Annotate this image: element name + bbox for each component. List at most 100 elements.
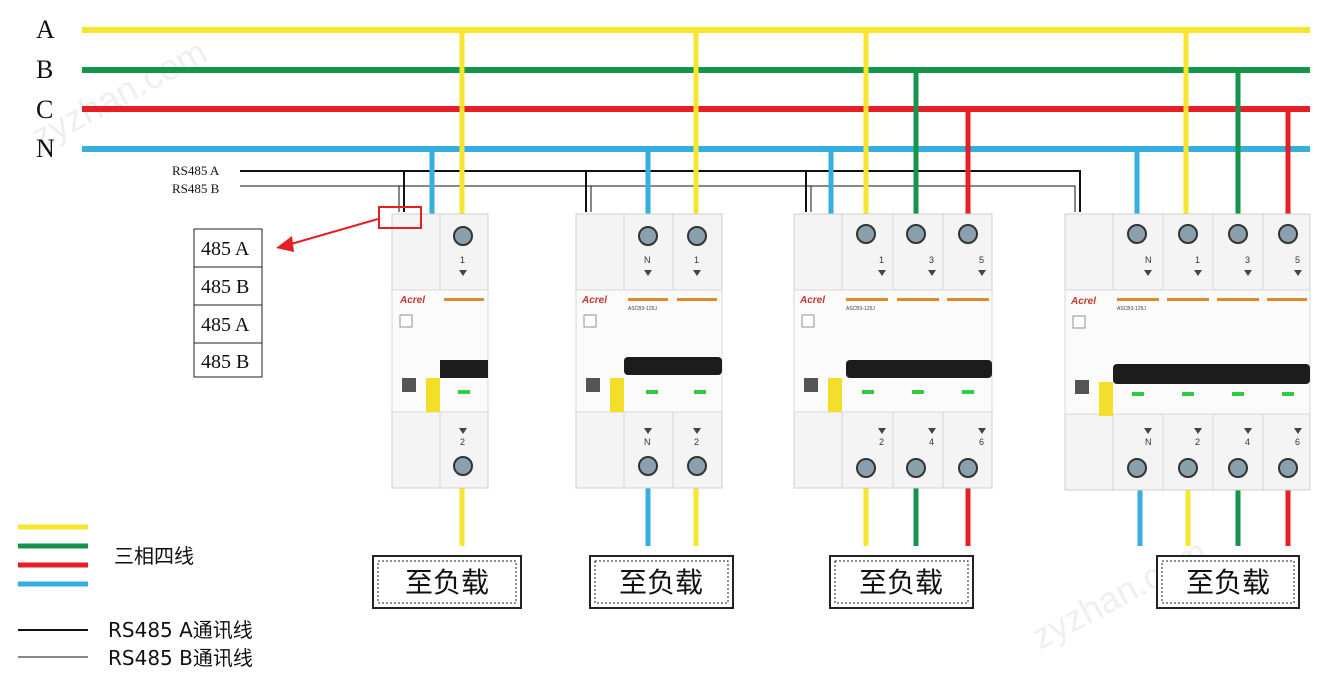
load-box-3: 至负载 (829, 555, 974, 609)
pole-number: 2 (694, 437, 699, 447)
breaker-1: Acrel 1 2 (391, 213, 489, 489)
terminal-screw (1228, 224, 1248, 244)
rs485-a-line (240, 170, 1081, 212)
rs485-b-line (240, 185, 1076, 212)
terminal-label: 485 B (201, 351, 249, 373)
arrow-down-icon (693, 428, 701, 434)
terminal-screw (1278, 224, 1298, 244)
pole-number: 1 (460, 255, 465, 265)
arrow-down-icon (978, 270, 986, 276)
rs485-a-label: RS485 A (172, 163, 220, 178)
terminal-screw (906, 458, 926, 478)
pole-number: N (644, 255, 651, 265)
terminal-screw (1178, 458, 1198, 478)
rs485-terminal-highlight (378, 206, 422, 229)
load-box-4: 至负载 (1156, 555, 1300, 609)
pole-number: 6 (1295, 437, 1300, 447)
legend: 三相四线 RS485 A通讯线 RS485 B通讯线 (18, 524, 253, 670)
arrow-down-icon (459, 270, 467, 276)
arrow-down-icon (928, 270, 936, 276)
terminal-screw (687, 456, 707, 476)
pole-number: 6 (979, 437, 984, 447)
pole-number: N (644, 437, 651, 447)
bus-label-n: N (36, 134, 55, 163)
pole-number: 1 (879, 255, 884, 265)
terminal-screw (1127, 458, 1147, 478)
arrow-down-icon (878, 270, 886, 276)
arrow-down-icon (1244, 428, 1252, 434)
terminal-screw (1127, 224, 1147, 244)
load-label: 至负载 (1186, 566, 1270, 599)
terminal-label: 485 A (201, 314, 250, 336)
arrow-down-icon (1144, 428, 1152, 434)
terminal-screw (958, 224, 978, 244)
pole-number: 2 (879, 437, 884, 447)
terminal-screw (453, 226, 473, 246)
arrow-down-icon (1194, 428, 1202, 434)
brand-logo: Acrel (399, 295, 425, 306)
terminal-screw (638, 456, 658, 476)
bus-label-a: A (36, 15, 55, 44)
load-box-2: 至负载 (589, 555, 734, 609)
terminal-screw (1228, 458, 1248, 478)
arrow-down-icon (978, 428, 986, 434)
arrow-down-icon (1294, 270, 1302, 276)
terminal-screw (958, 458, 978, 478)
model-label: ASCB3-125J (846, 306, 875, 312)
brand-logo: Acrel (1070, 296, 1096, 307)
load-label: 至负载 (405, 566, 489, 599)
pole-number: 1 (694, 255, 699, 265)
terminal-screw (1178, 224, 1198, 244)
legend-rs485-b-label: RS485 B通讯线 (108, 646, 253, 670)
arrow-down-icon (1144, 270, 1152, 276)
arrow-down-icon (878, 428, 886, 434)
pole-number: 5 (979, 255, 984, 265)
arrow-down-icon (1244, 270, 1252, 276)
terminal-label: 485 B (201, 276, 249, 298)
breaker-4: Acrel ASCB3-125J N 1 3 5 N 2 4 6 (1064, 213, 1311, 491)
arrow-down-icon (644, 428, 652, 434)
terminal-screw (856, 224, 876, 244)
arrow-down-icon (459, 428, 467, 434)
arrow-down-icon (644, 270, 652, 276)
pole-number: 4 (929, 437, 934, 447)
callout-arrow (276, 218, 379, 252)
breaker-2: Acrel ASCB3-125J N 1 N 2 (575, 213, 723, 489)
pole-number: 2 (460, 437, 465, 447)
bus-label-b: B (36, 55, 53, 84)
brand-logo: Acrel (799, 295, 825, 306)
load-label: 至负载 (859, 566, 943, 599)
pole-number: 4 (1245, 437, 1250, 447)
terminal-screw (906, 224, 926, 244)
arrow-down-icon (928, 428, 936, 434)
rs485-b-label: RS485 B (172, 181, 220, 196)
pole-number: N (1145, 255, 1152, 265)
pole-number: N (1145, 437, 1152, 447)
pole-number: 1 (1195, 255, 1200, 265)
terminal-screw (453, 456, 473, 476)
load-label: 至负载 (619, 566, 703, 599)
pole-number: 3 (929, 255, 934, 265)
pole-number: 2 (1195, 437, 1200, 447)
load-box-1: 至负载 (372, 555, 522, 609)
brand-logo: Acrel (581, 295, 607, 306)
terminal-screw (856, 458, 876, 478)
terminal-screw (687, 226, 707, 246)
pole-number: 3 (1245, 255, 1250, 265)
terminal-screw (1278, 458, 1298, 478)
terminal-label: 485 A (201, 238, 250, 260)
model-label: ASCB3-125J (1117, 306, 1146, 312)
terminal-screw (638, 226, 658, 246)
bus-label-c: C (36, 95, 53, 124)
legend-rs485-a-label: RS485 A通讯线 (108, 618, 253, 642)
terminal-block: 485 A 485 B 485 A 485 B (193, 228, 263, 378)
drop-wires (429, 30, 1291, 222)
legend-three-phase-label: 三相四线 (114, 544, 194, 568)
arrow-down-icon (1194, 270, 1202, 276)
arrow-down-icon (693, 270, 701, 276)
output-wires (459, 488, 1291, 546)
model-label: ASCB3-125J (628, 306, 657, 312)
arrow-down-icon (1294, 428, 1302, 434)
pole-number: 5 (1295, 255, 1300, 265)
